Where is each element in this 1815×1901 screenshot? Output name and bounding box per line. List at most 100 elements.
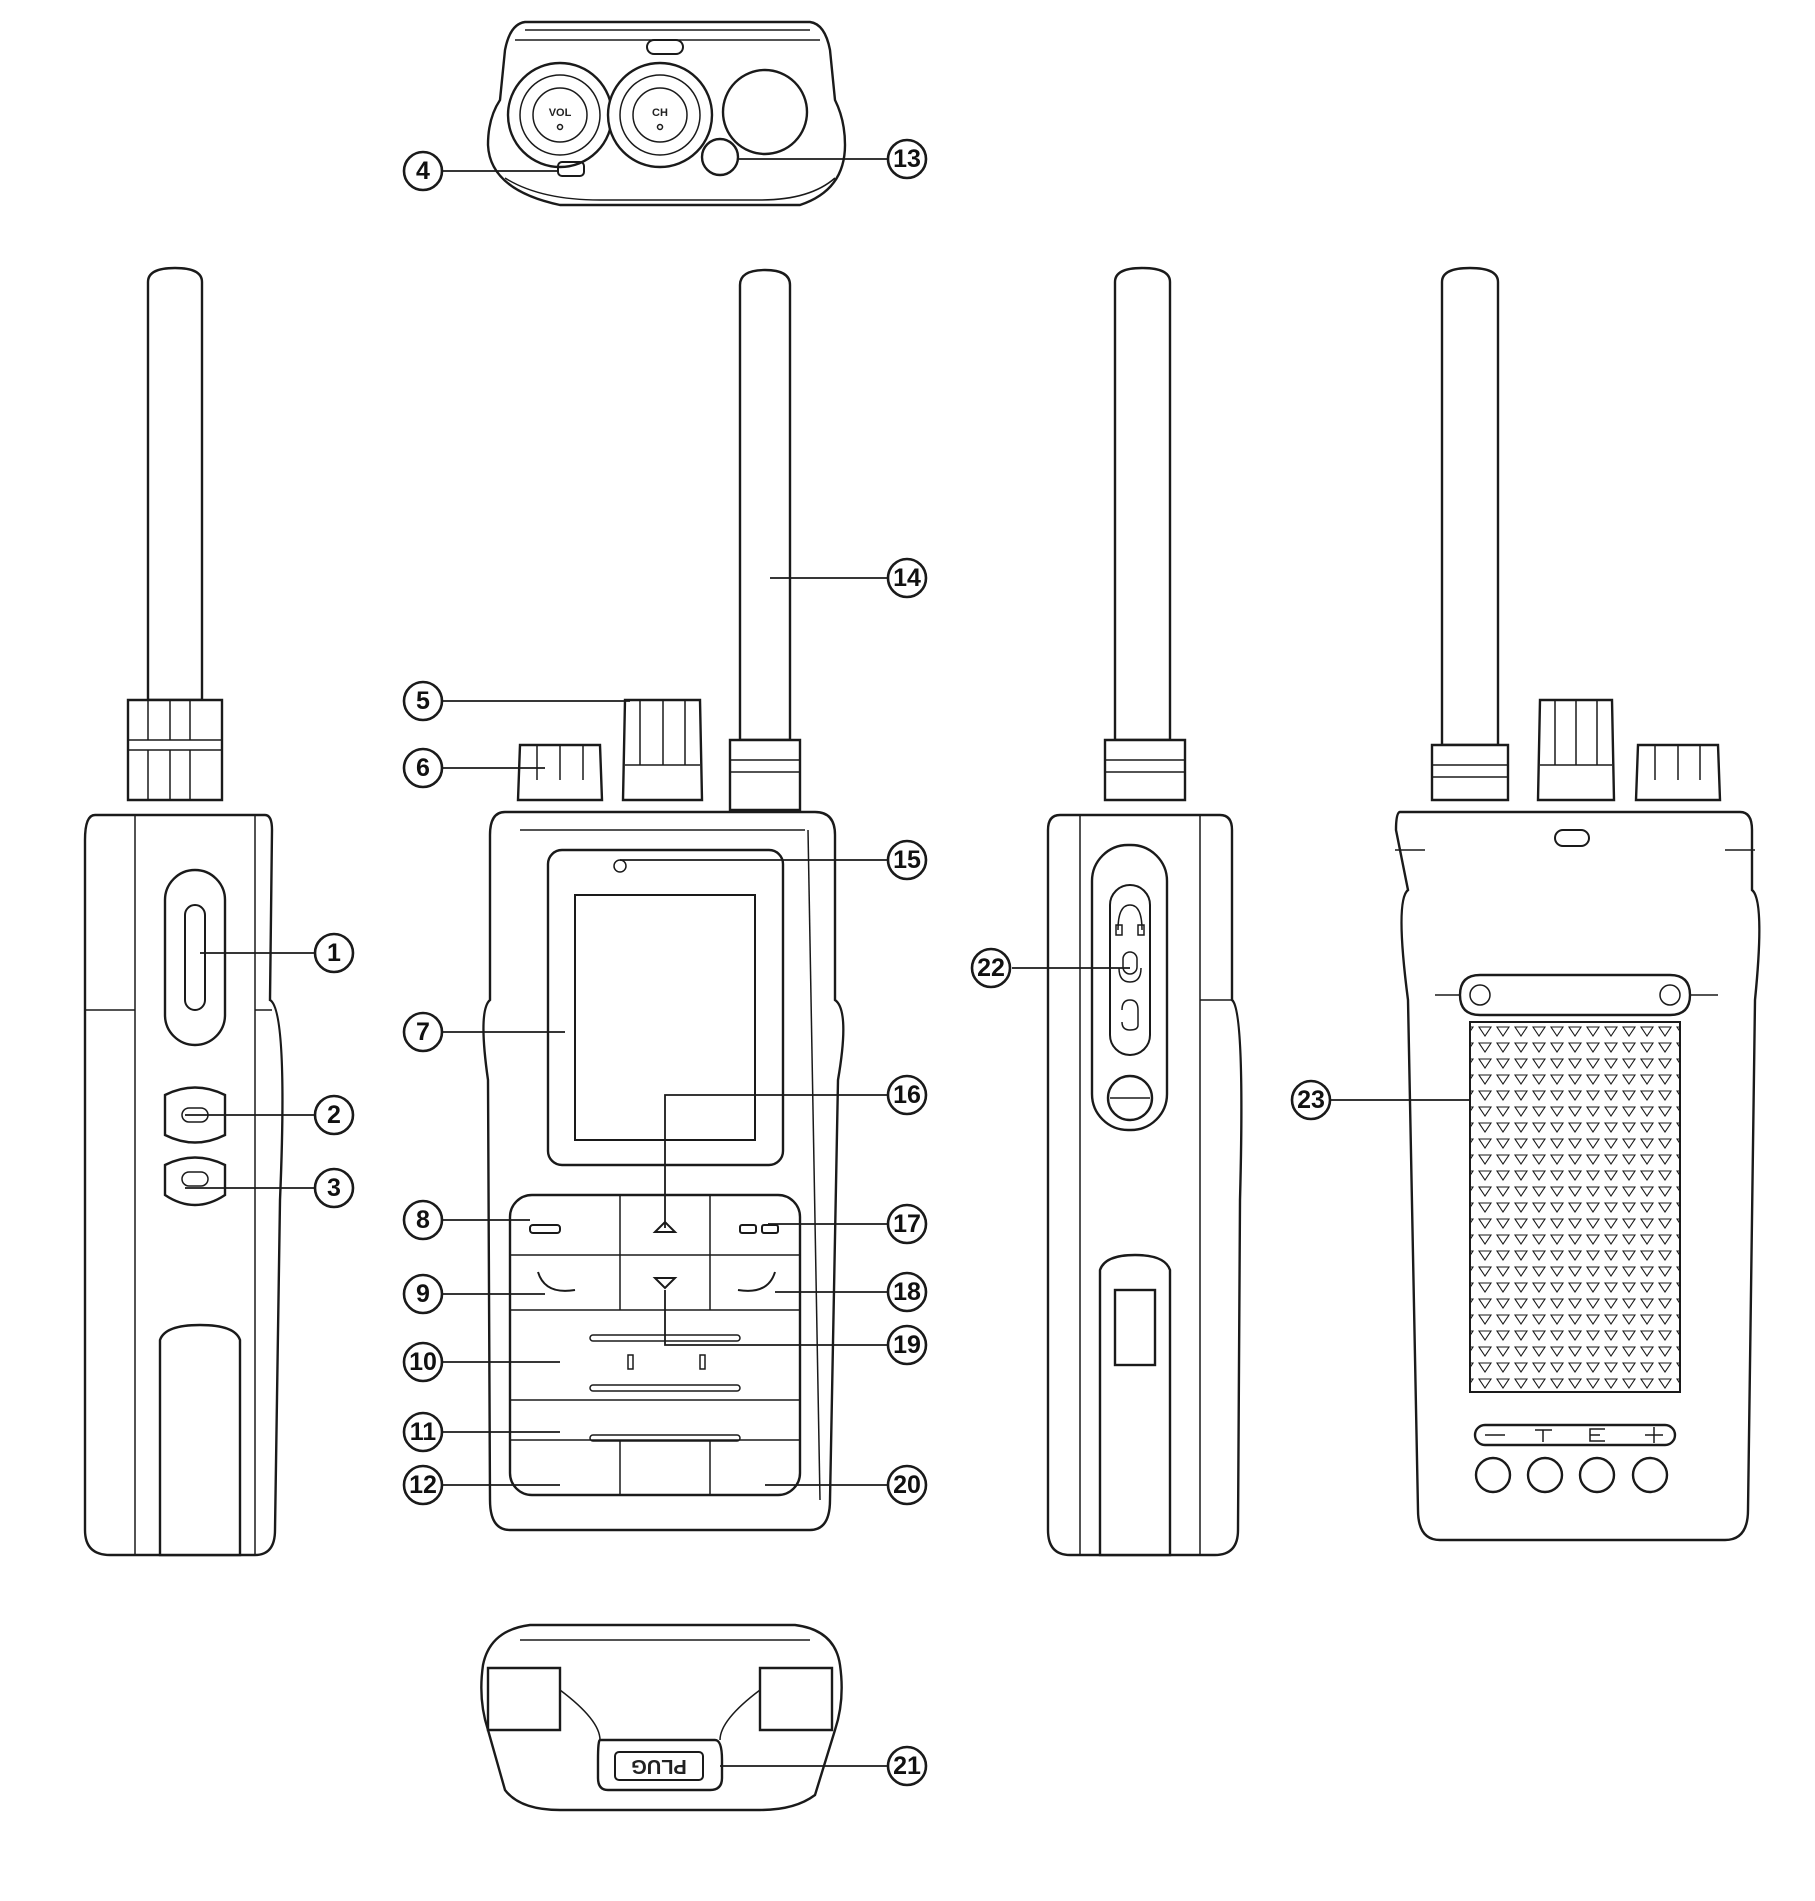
key-down[interactable] — [652, 1277, 678, 1290]
speaker-mark-1 — [627, 1354, 634, 1370]
svg-text:19: 19 — [893, 1331, 921, 1359]
top-view: VOL CH — [486, 20, 847, 207]
speaker-mark-2 — [699, 1354, 706, 1370]
svg-text:9: 9 — [416, 1280, 430, 1308]
top-indicator-hole — [700, 137, 740, 177]
callout-2: 2 — [313, 1094, 355, 1136]
svg-text:8: 8 — [416, 1206, 430, 1234]
callout-8: 8 — [402, 1199, 444, 1241]
key-end[interactable] — [737, 1271, 776, 1292]
key-menu[interactable] — [529, 1224, 561, 1234]
svg-text:7: 7 — [416, 1018, 430, 1046]
battery-contact-3 — [1578, 1456, 1616, 1494]
bottom-grip-left — [486, 1666, 562, 1732]
right-side-view — [1046, 266, 1243, 1557]
svg-text:23: 23 — [1297, 1086, 1325, 1114]
speaker-slot-2 — [589, 1384, 741, 1392]
svg-text:3: 3 — [327, 1174, 341, 1202]
belt-clip-bar — [1458, 973, 1692, 1017]
callout-18: 18 — [886, 1271, 928, 1313]
microphone-icon — [1122, 951, 1138, 975]
vol-label: VOL — [549, 107, 572, 119]
svg-text:17: 17 — [893, 1210, 921, 1238]
svg-text:1: 1 — [327, 939, 341, 967]
svg-text:13: 13 — [893, 145, 921, 173]
svg-text:10: 10 — [409, 1348, 437, 1376]
rear-speaker-grille — [1469, 1021, 1681, 1393]
bottom-grip-right — [758, 1666, 834, 1732]
plug-label: PLUG — [631, 1755, 687, 1777]
back-view — [1394, 266, 1761, 1542]
right-antenna — [1113, 266, 1172, 742]
callout-7: 7 — [402, 1011, 444, 1053]
callout-16: 16 — [886, 1074, 928, 1116]
left-side-view — [83, 266, 284, 1557]
left-antenna — [146, 266, 204, 702]
callout-15: 15 — [886, 839, 928, 881]
callout-9: 9 — [402, 1273, 444, 1315]
svg-text:22: 22 — [977, 954, 1005, 982]
svg-text:2: 2 — [327, 1101, 341, 1129]
back-antenna — [1440, 266, 1500, 747]
clip-screw-right — [1659, 984, 1681, 1006]
callout-1: 1 — [313, 932, 355, 974]
lanyard-slot — [1113, 1288, 1157, 1367]
callout-11: 11 — [402, 1411, 444, 1453]
callout-22: 22 — [970, 947, 1012, 989]
key-up[interactable] — [652, 1220, 678, 1233]
key-back-a[interactable] — [739, 1224, 757, 1234]
channel-knob[interactable]: CH — [606, 61, 714, 169]
clip-screw-left — [1469, 984, 1491, 1006]
front-antenna — [738, 268, 792, 742]
callout-5: 5 — [402, 680, 444, 722]
battery-contact-2 — [1526, 1456, 1564, 1494]
usb-icon — [1121, 999, 1139, 1031]
callout-6: 6 — [402, 747, 444, 789]
ch-label: CH — [652, 107, 668, 119]
antenna-base — [721, 68, 809, 156]
callout-13: 13 — [886, 138, 928, 180]
contact-plus-icon — [1645, 1427, 1663, 1443]
battery-contact-strip — [1473, 1423, 1677, 1447]
speaker-slot-3 — [589, 1434, 741, 1442]
charging-port[interactable] — [614, 1751, 704, 1781]
headphone-icon — [1117, 904, 1143, 931]
svg-text:20: 20 — [893, 1471, 921, 1499]
bottom-view: PLUG — [480, 1623, 843, 1812]
front-view — [482, 268, 845, 1532]
svg-text:16: 16 — [893, 1081, 921, 1109]
callout-23: 23 — [1290, 1079, 1332, 1121]
svg-text:11: 11 — [410, 1418, 437, 1446]
left-grip — [158, 1323, 242, 1557]
svg-text:21: 21 — [893, 1752, 921, 1780]
svg-text:18: 18 — [893, 1278, 921, 1306]
back-top-slot — [1554, 829, 1590, 847]
battery-contact-1 — [1474, 1456, 1512, 1494]
top-led — [557, 161, 585, 177]
key-back-b — [761, 1224, 779, 1234]
callout-4: 4 — [402, 150, 444, 192]
svg-text:14: 14 — [893, 564, 921, 592]
svg-text:6: 6 — [416, 754, 430, 782]
callout-14: 14 — [886, 557, 928, 599]
svg-text:4: 4 — [416, 157, 430, 185]
svg-text:5: 5 — [416, 687, 430, 715]
contact-t-icon — [1535, 1429, 1552, 1442]
key-call[interactable] — [537, 1271, 576, 1292]
callout-3: 3 — [313, 1167, 355, 1209]
callout-19: 19 — [886, 1324, 928, 1366]
callout-12: 12 — [402, 1464, 444, 1506]
callout-20: 20 — [886, 1464, 928, 1506]
callout-10: 10 — [402, 1341, 444, 1383]
leader-lines — [185, 158, 1470, 1767]
contact-e-icon — [1589, 1428, 1605, 1442]
callout-17: 17 — [886, 1203, 928, 1245]
ptt-button[interactable] — [163, 868, 227, 1047]
volume-knob[interactable]: VOL — [506, 61, 614, 169]
callout-21: 21 — [886, 1745, 928, 1787]
battery-contact-4 — [1631, 1456, 1669, 1494]
svg-text:12: 12 — [409, 1471, 437, 1499]
side-key-2[interactable] — [163, 1156, 227, 1207]
